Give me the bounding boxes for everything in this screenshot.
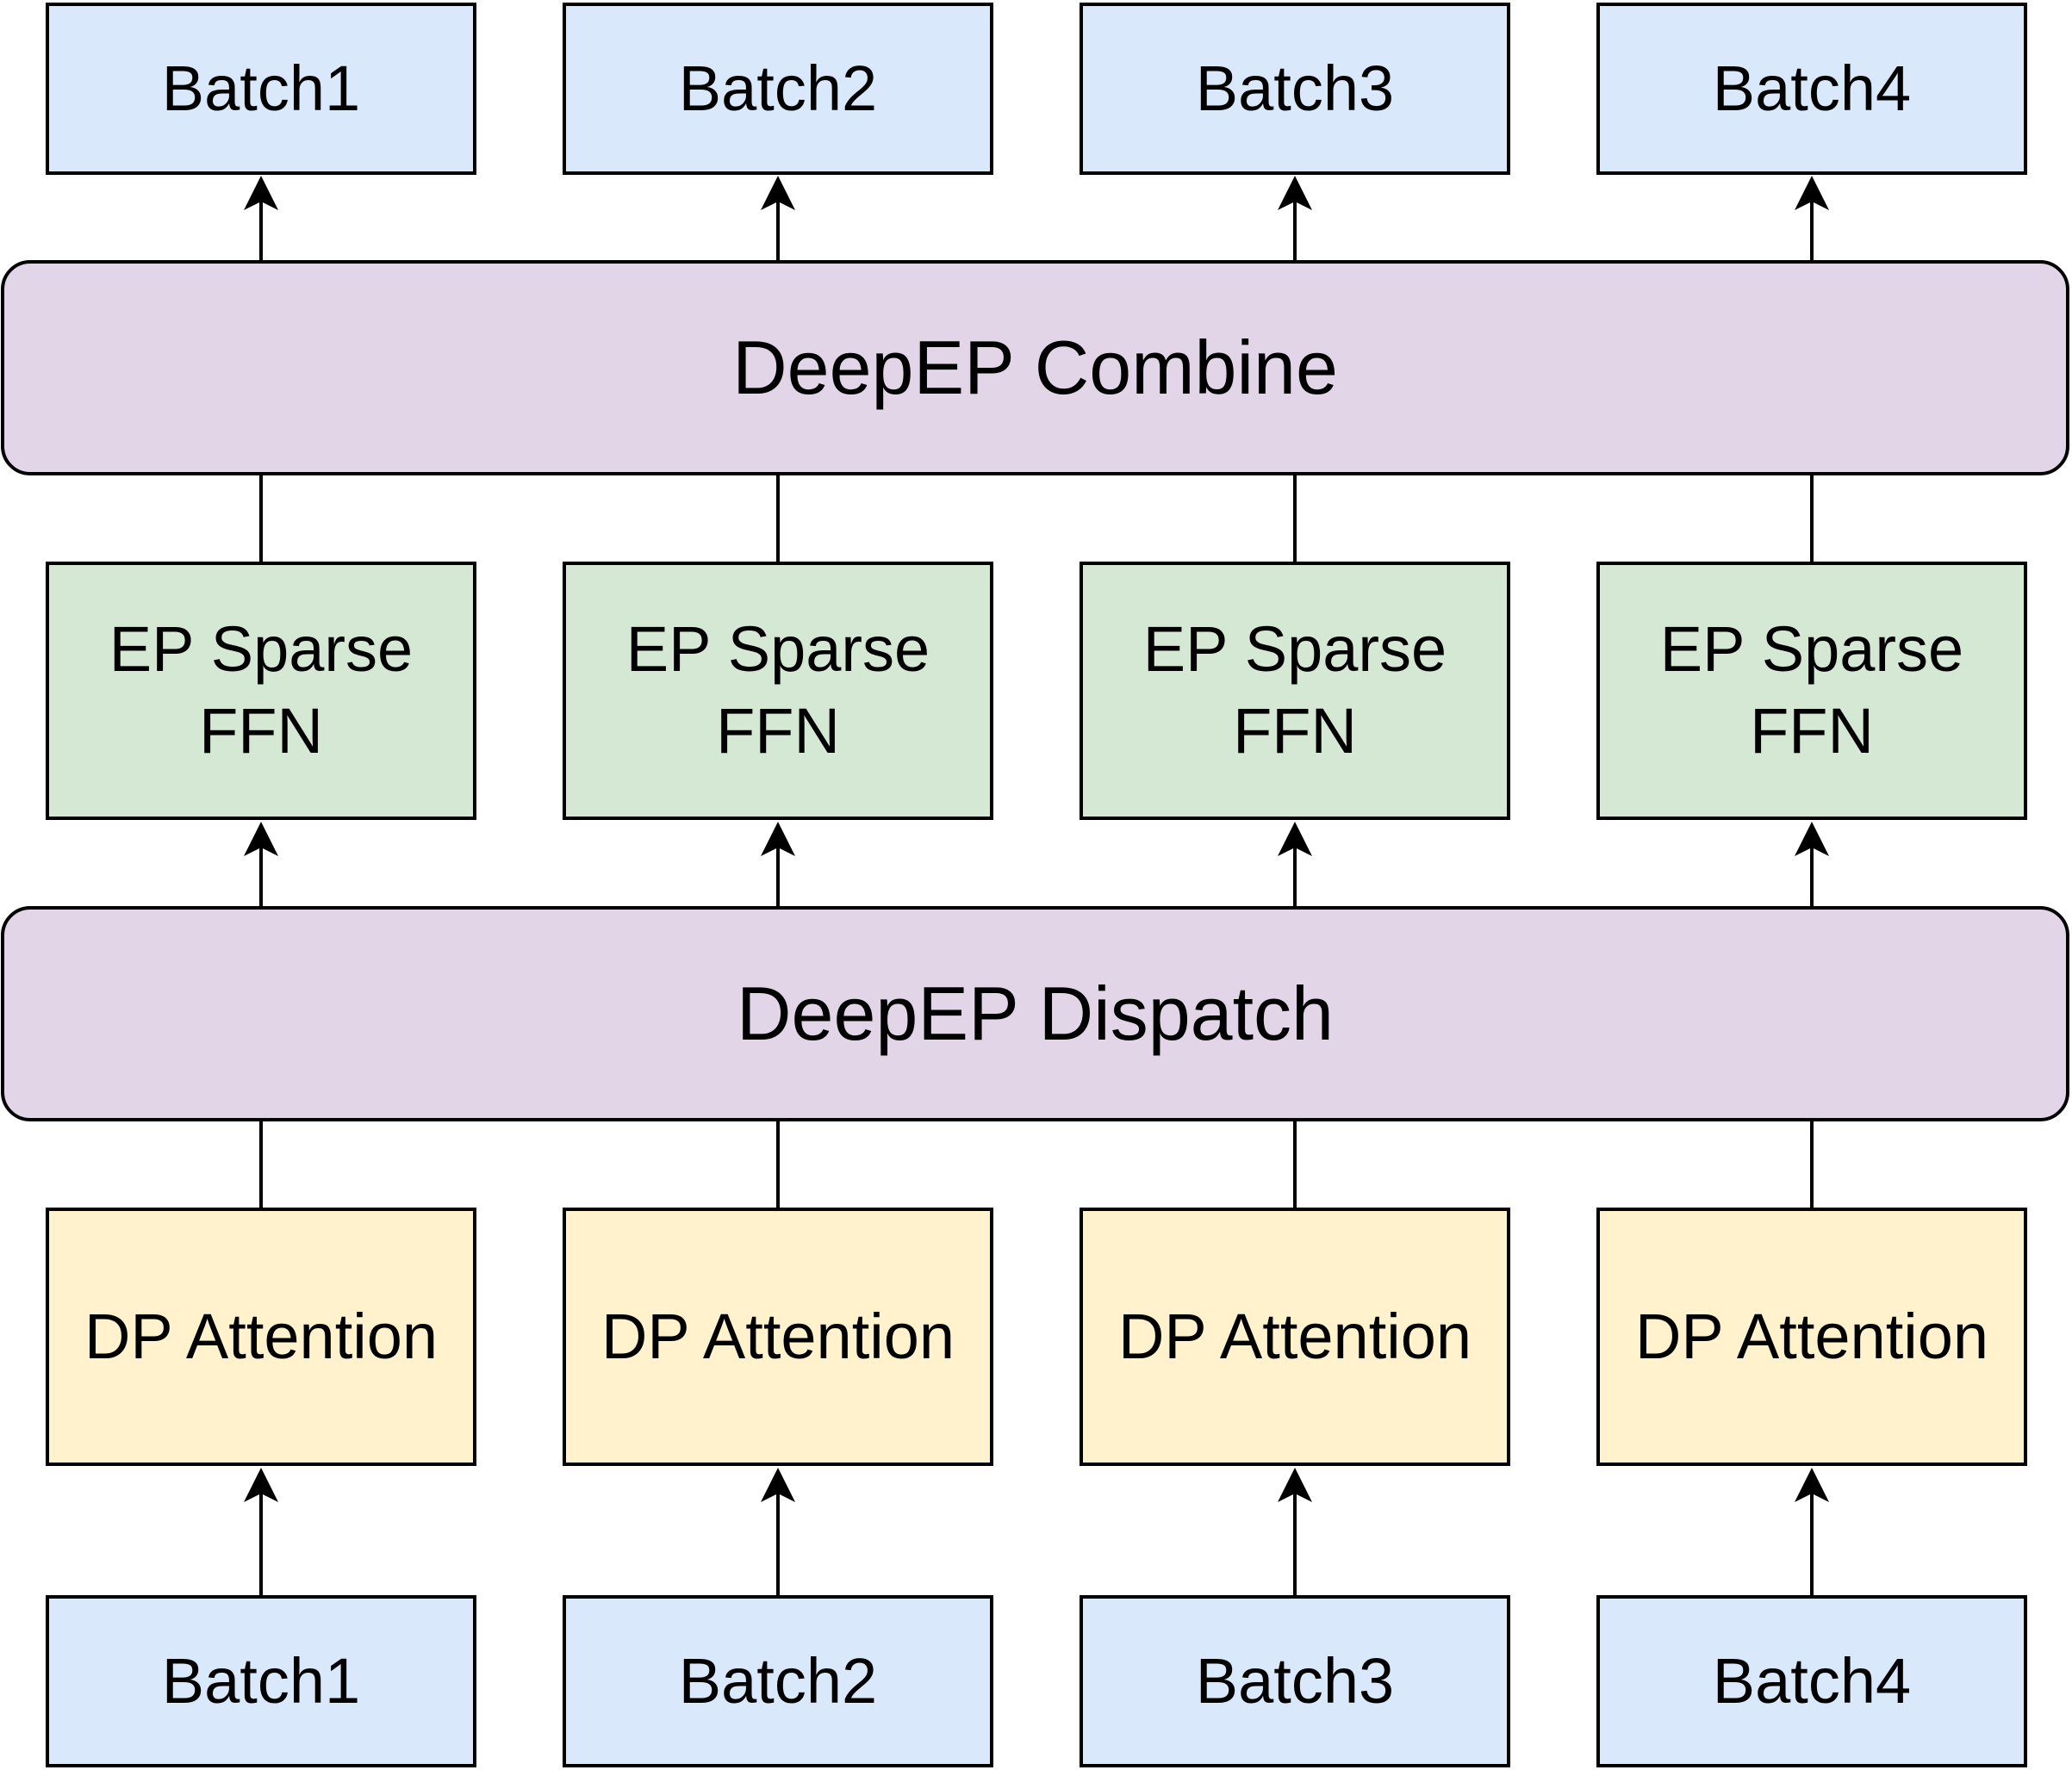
dp-attention-1-label: DP Attention (84, 1300, 439, 1372)
ep-sparse-ffn-4: EP Sparse FFN (1596, 562, 2027, 820)
ep-sparse-ffn-1: EP Sparse FFN (46, 562, 476, 820)
deepep-dispatch-bar: DeepEP Dispatch (1, 906, 2069, 1121)
input-batch-4: Batch4 (1596, 1595, 2027, 1767)
dp-attention-1: DP Attention (46, 1208, 476, 1466)
input-batch-4-label: Batch4 (1712, 1644, 1912, 1717)
deepep-dispatch-label: DeepEP Dispatch (737, 970, 1334, 1056)
output-batch-1-label: Batch1 (161, 52, 361, 124)
ep-sparse-ffn-3-label: EP Sparse FFN (1142, 613, 1447, 767)
input-batch-3-label: Batch3 (1195, 1644, 1395, 1717)
output-batch-3: Batch3 (1080, 3, 1510, 175)
ep-sparse-ffn-4-label: EP Sparse FFN (1659, 613, 1964, 767)
deepep-combine-label: DeepEP Combine (732, 324, 1338, 410)
output-batch-2-label: Batch2 (678, 52, 878, 124)
input-batch-3: Batch3 (1080, 1595, 1510, 1767)
dp-attention-4-label: DP Attention (1634, 1300, 1989, 1372)
ep-sparse-ffn-1-label: EP Sparse FFN (109, 613, 414, 767)
deepep-combine-bar: DeepEP Combine (1, 260, 2069, 475)
input-batch-1: Batch1 (46, 1595, 476, 1767)
output-batch-2: Batch2 (563, 3, 993, 175)
input-batch-2: Batch2 (563, 1595, 993, 1767)
dp-attention-2: DP Attention (563, 1208, 993, 1466)
output-batch-4-label: Batch4 (1712, 52, 1912, 124)
ep-sparse-ffn-3: EP Sparse FFN (1080, 562, 1510, 820)
dp-attention-2-label: DP Attention (600, 1300, 955, 1372)
output-batch-4: Batch4 (1596, 3, 2027, 175)
output-batch-1: Batch1 (46, 3, 476, 175)
output-batch-3-label: Batch3 (1195, 52, 1395, 124)
ep-sparse-ffn-2: EP Sparse FFN (563, 562, 993, 820)
dp-attention-3: DP Attention (1080, 1208, 1510, 1466)
ep-sparse-ffn-2-label: EP Sparse FFN (625, 613, 930, 767)
dp-attention-3-label: DP Attention (1117, 1300, 1472, 1372)
input-batch-2-label: Batch2 (678, 1644, 878, 1717)
input-batch-1-label: Batch1 (161, 1644, 361, 1717)
dp-attention-4: DP Attention (1596, 1208, 2027, 1466)
